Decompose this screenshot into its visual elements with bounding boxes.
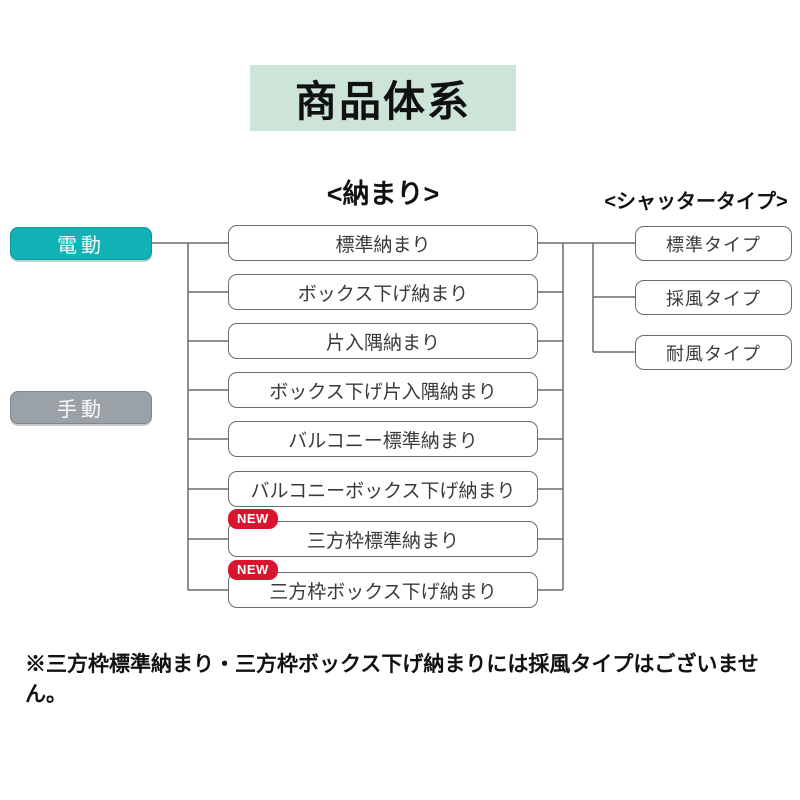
new-badge: NEW: [228, 509, 278, 529]
installation-type-box: バルコニー標準納まり: [228, 421, 538, 457]
shutter-type-box: 耐風タイプ: [635, 335, 792, 370]
installation-type-box: 片入隅納まり: [228, 323, 538, 359]
installation-type-box: 三方枠ボックス下げ納まり: [228, 572, 538, 608]
drive-type-electric: 電動: [10, 227, 152, 260]
installation-type-box: 標準納まり: [228, 225, 538, 261]
footnote: ※三方枠標準納まり・三方枠ボックス下げ納まりには採風タイプはございません。: [25, 653, 759, 706]
installation-type-box: 三方枠標準納まり: [228, 521, 538, 557]
installation-type-box: ボックス下げ片入隅納まり: [228, 372, 538, 408]
installation-type-box: バルコニーボックス下げ納まり: [228, 471, 538, 507]
shutter-type-box: 採風タイプ: [635, 280, 792, 315]
installation-column-header: <納まり>: [326, 179, 440, 209]
page-title: 商品体系: [250, 65, 516, 131]
shutter-type-box: 標準タイプ: [635, 226, 792, 261]
new-badge: NEW: [228, 560, 278, 580]
drive-type-manual: 手動: [10, 391, 152, 424]
shutter-type-column-header: <シャッタータイプ>: [604, 191, 788, 213]
installation-type-box: ボックス下げ納まり: [228, 274, 538, 310]
